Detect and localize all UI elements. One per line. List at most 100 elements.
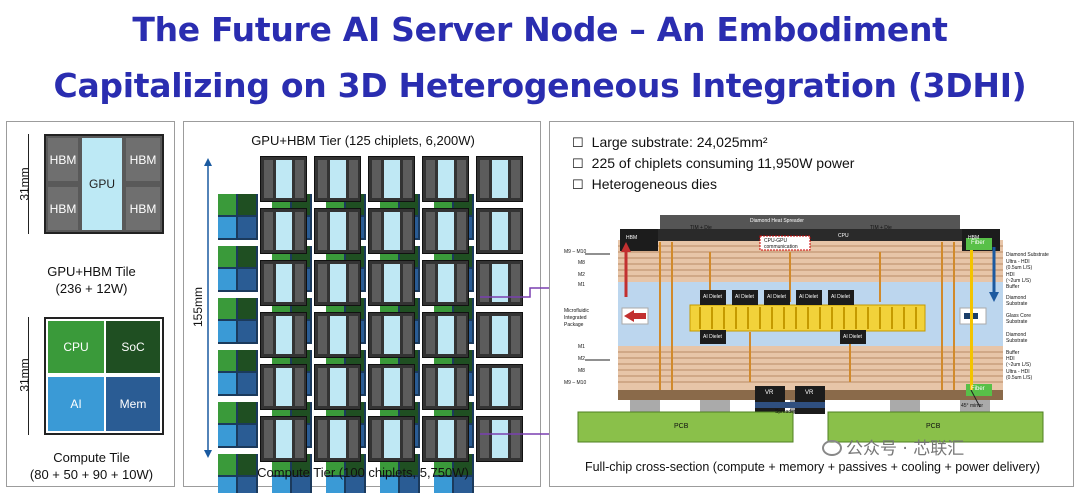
hbm-stripe	[318, 264, 327, 302]
hbm-stripe	[457, 264, 466, 302]
hbm-stripe	[349, 160, 358, 198]
label-glass-core-2: Substrate	[1006, 319, 1028, 325]
gpu-die-stripe	[438, 264, 454, 302]
gpu-chiplet	[260, 364, 307, 410]
hbm-stripe	[372, 368, 381, 406]
hbm-stripe	[349, 420, 358, 458]
hbm-stripe	[426, 368, 435, 406]
compute-quadrant	[238, 477, 256, 493]
label-ultra-hdi-spec-top: (0.5um L/S)	[1006, 265, 1033, 271]
compute-quadrant	[292, 477, 310, 493]
hbm-stripe	[264, 368, 273, 406]
hbm-stripe	[403, 368, 412, 406]
label-pcb-right: PCB	[926, 423, 941, 430]
gpu-chiplet	[260, 312, 307, 358]
gpu-chiplet	[368, 312, 415, 358]
compute-quadrant	[218, 246, 236, 267]
hbm-stripe	[457, 212, 466, 250]
label-vr-right: VR	[805, 390, 814, 396]
gpu-chiplet	[476, 416, 523, 462]
mem-cell: Mem	[106, 377, 160, 431]
compute-tile: CPU SoC AI Mem	[44, 317, 164, 435]
hbm-stripe	[511, 160, 520, 198]
compute-tile-caption-power: (80 + 50 + 90 + 10W)	[29, 467, 154, 482]
label-m8-bottom: M8	[578, 368, 585, 374]
gpu-chiplet	[368, 364, 415, 410]
hbm-stripe	[511, 212, 520, 250]
gpu-die-stripe	[276, 160, 292, 198]
slide-title-line-2: Capitalizing on 3D Heterogeneous Integra…	[53, 66, 1027, 105]
compute-quadrant	[218, 194, 236, 215]
gpu-chiplet	[314, 260, 361, 306]
hbm-cell-top-right: HBM	[126, 138, 160, 181]
label-diamond-substrate-top: Diamond Substrate	[1006, 252, 1049, 258]
bullet-dies: Heterogeneous dies	[572, 174, 854, 195]
gpu-chiplet	[260, 208, 307, 254]
hbm-stripe	[372, 420, 381, 458]
label-buffer-bottom: Buffer	[1006, 350, 1020, 356]
label-m9-m10-top: M9 – M10	[564, 249, 587, 255]
gpu-chiplet	[476, 364, 523, 410]
label-vr-left: VR	[765, 390, 774, 396]
gpu-die-stripe	[384, 316, 400, 354]
gpu-chiplet	[368, 416, 415, 462]
gpu-chiplet	[260, 156, 307, 202]
gpu-die-stripe	[276, 212, 292, 250]
hbm-stripe	[457, 368, 466, 406]
hbm-stripe	[349, 212, 358, 250]
compute-quadrant	[218, 425, 236, 446]
gpu-chiplet	[260, 416, 307, 462]
label-hdi-bottom: HDI	[1006, 356, 1015, 362]
hbm-stripe	[372, 316, 381, 354]
compute-quadrant	[238, 350, 256, 371]
label-microfluidic-3: Package	[564, 322, 584, 328]
gpu-die-stripe	[492, 368, 508, 406]
hbm-stripe	[457, 420, 466, 458]
gpu-chiplet	[314, 416, 361, 462]
tier-dimension: 155mm	[191, 286, 206, 328]
bullet-substrate: Large substrate: 24,025mm²	[572, 132, 854, 153]
gpu-die-stripe	[330, 316, 346, 354]
compute-quadrant	[380, 477, 398, 493]
compute-quadrant	[238, 246, 256, 267]
hbm-stripe	[295, 420, 304, 458]
gpu-tile-dimension-line	[28, 134, 29, 234]
label-ai-dielet-4: AI Dielet	[799, 294, 818, 300]
label-ai-dielet-3: AI Dielet	[767, 294, 786, 300]
gpu-chiplet	[314, 364, 361, 410]
hbm-stripe	[295, 316, 304, 354]
label-pcb-left: PCB	[674, 423, 689, 430]
label-diamond-sub-bottom-2: Substrate	[1006, 338, 1028, 344]
hbm-stripe	[295, 368, 304, 406]
label-hdi-spec-bottom: (~2um L/S)	[1006, 362, 1031, 368]
hbm-stripe	[426, 212, 435, 250]
label-diamond-sub: Diamond	[1006, 295, 1027, 301]
ai-cell: AI	[48, 377, 104, 431]
gpu-chiplet	[260, 260, 307, 306]
gpu-tile-caption: GPU+HBM Tile (236 + 12W)	[7, 263, 176, 297]
hbm-stripe	[426, 316, 435, 354]
compute-quadrant	[400, 477, 418, 493]
gpu-chiplet	[422, 156, 469, 202]
gpu-die-stripe	[492, 212, 508, 250]
compute-chiplet	[218, 246, 258, 292]
compute-chiplet	[218, 402, 258, 448]
hbm-stripe	[426, 420, 435, 458]
hbm-stripe	[511, 420, 520, 458]
hbm-stripe	[511, 368, 520, 406]
hbm-stripe	[480, 316, 489, 354]
label-m1-top: M1	[578, 282, 585, 288]
hbm-stripe	[480, 420, 489, 458]
gpu-tile-caption-power: (236 + 12W)	[55, 281, 128, 296]
compute-quadrant	[218, 321, 236, 342]
spec-bullet-list: Large substrate: 24,025mm² 225 of chiple…	[572, 132, 855, 195]
label-m8-top: M8	[578, 260, 585, 266]
gpu-die-stripe	[276, 264, 292, 302]
hbm-stripe	[318, 212, 327, 250]
compute-tile-caption-name: Compute Tile	[53, 450, 130, 465]
gpu-die-stripe	[438, 212, 454, 250]
gpu-tier-caption: GPU+HBM Tier (125 chiplets, 6,200W)	[251, 133, 475, 148]
gpu-chiplet	[476, 260, 523, 306]
label-fiber-top: Fiber	[971, 240, 985, 246]
hbm-stripe	[511, 316, 520, 354]
